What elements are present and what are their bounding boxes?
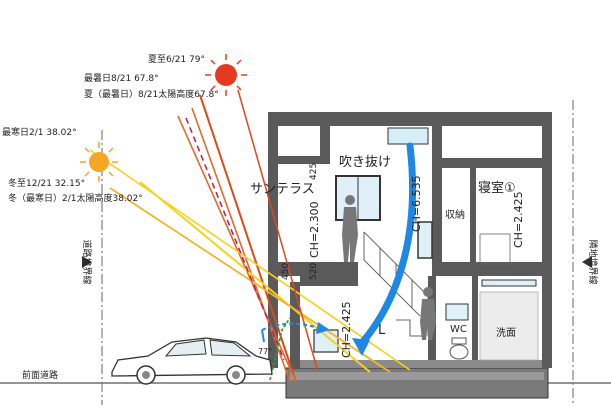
room-washroom: 洗面 <box>496 327 516 339</box>
dim-520: 520 <box>309 263 319 280</box>
ch-bedroom: CH=2.425 <box>512 191 525 248</box>
summer-sun-icon <box>205 54 247 96</box>
label-hottest-day: 最暑日8/21 67.8° <box>84 73 159 84</box>
small-window <box>417 221 433 259</box>
room-storage: 収納 <box>445 208 465 221</box>
neighbor-boundary-arrow-icon <box>582 256 592 268</box>
winter-sun-icon <box>80 142 118 182</box>
room-bedroom: 寝室① <box>478 180 516 196</box>
label-neighbor-boundary: 隣地境界線 <box>587 239 599 284</box>
airflow-inlet <box>261 322 319 331</box>
void-wall-top <box>320 126 330 156</box>
bedroom-ceiling <box>442 158 542 168</box>
car-illustration <box>111 337 273 385</box>
right-outer-wall <box>542 118 552 368</box>
terrace-floor <box>278 262 358 276</box>
ray-coldest <box>89 149 411 371</box>
person-silhouette-stair <box>420 287 436 340</box>
bedroom-furniture <box>479 233 511 265</box>
terrace-ceiling <box>278 156 330 164</box>
ray-summer-solstice <box>199 94 297 383</box>
label-road-boundary: 道路境界線 <box>81 239 93 284</box>
second-floor-slab <box>432 262 542 276</box>
label-winter-solstice: 冬至12/21 32.15° <box>8 177 85 189</box>
dim-450: 450 <box>281 263 291 280</box>
ray-dashed <box>185 117 285 361</box>
ray-winter-coldest <box>109 187 391 373</box>
room-sun-terrace: サンテラス <box>250 182 315 197</box>
wc-window <box>445 303 469 321</box>
toilet-icon <box>449 337 469 360</box>
ray-hottest <box>177 115 297 383</box>
storage-partition <box>470 168 476 268</box>
room-fukinuke: 吹き抜け <box>339 154 391 170</box>
ch-void: CH=6.535 <box>410 175 423 232</box>
washroom-window <box>481 279 537 287</box>
airflow-inlet-tail <box>261 329 265 343</box>
ray-winter-solstice <box>139 181 371 373</box>
dim-425: 425 <box>309 163 319 180</box>
person-silhouette-terrace <box>342 195 358 262</box>
wc-right-wall <box>472 276 478 368</box>
airflow-arrow-head-icon <box>352 338 370 356</box>
left-outer-wall-lower <box>290 282 300 368</box>
room-wc: WC <box>450 324 467 335</box>
label-ground-angle: 77° <box>258 347 272 356</box>
label-coldest-day: 最寒日2/1 38.02° <box>2 126 77 138</box>
first-floor <box>300 360 542 368</box>
airflow-curve <box>356 142 416 349</box>
room-living: L <box>378 323 386 338</box>
left-outer-wall-upper <box>268 118 278 368</box>
label-summer-solstice: 夏至6/21 79° <box>148 54 205 65</box>
ch-living: CH=2.425 <box>340 301 353 358</box>
label-winter-coldest: 冬（最寒日）2/1太陽高度38.02° <box>8 192 143 204</box>
label-summer-hottest: 夏（最暑日）8/21太陽高度67.8° <box>84 88 219 100</box>
road-boundary-arrow-icon <box>82 256 92 268</box>
roof <box>268 112 552 126</box>
bedroom-left-wall <box>432 126 442 276</box>
airflow-inlet-arrow-icon <box>316 322 330 334</box>
washroom-fixture <box>479 291 539 361</box>
angle-marker <box>269 317 291 381</box>
foundation-slab <box>290 372 544 380</box>
terrace-floor-underside <box>300 276 358 286</box>
label-front-road: 前面道路 <box>22 369 58 381</box>
skylight <box>387 127 429 145</box>
ch-terrace: CH=2.300 <box>308 201 321 258</box>
